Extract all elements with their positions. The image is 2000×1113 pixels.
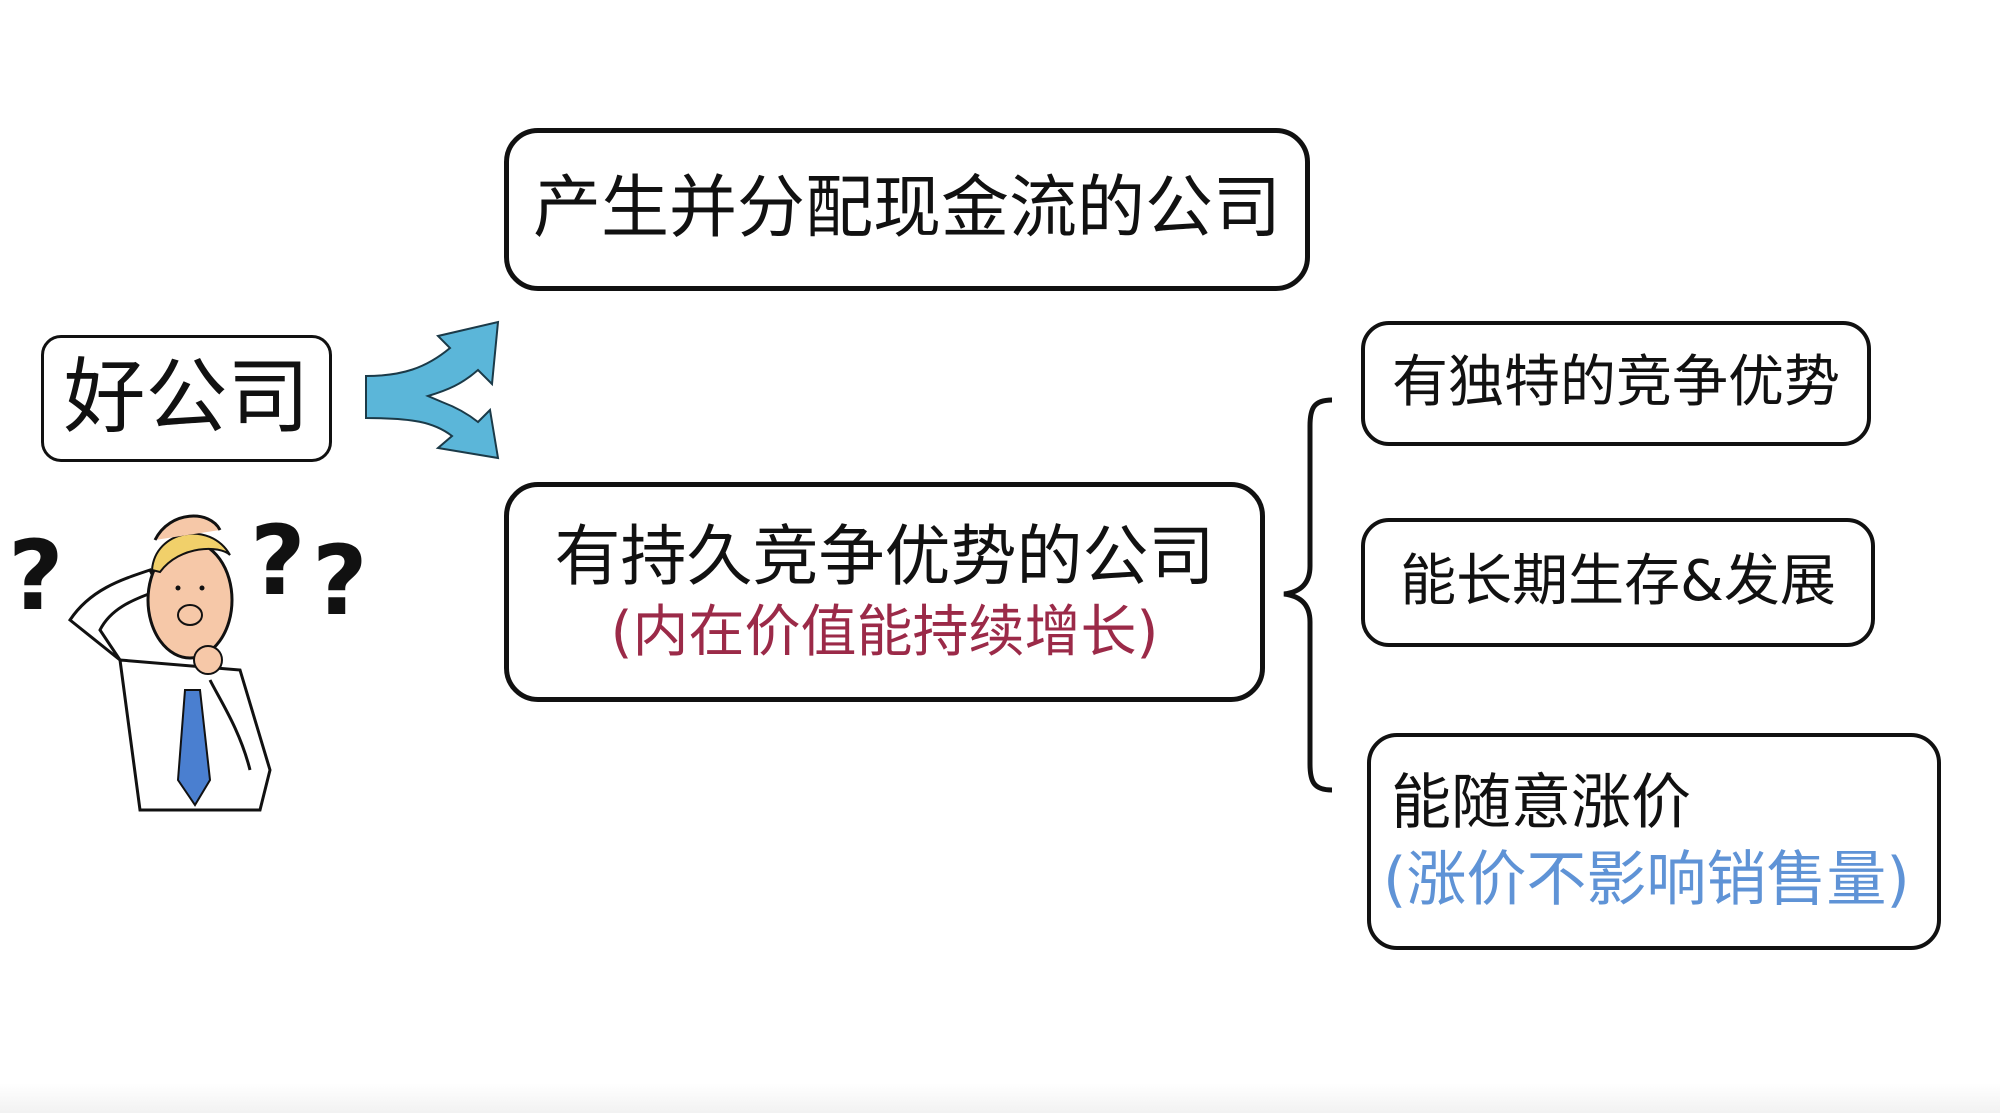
question-mark: ? (250, 505, 306, 617)
footer-fade (0, 1083, 2000, 1113)
trait-note: (涨价不影响销售量) (1383, 844, 1910, 915)
branch-bottom-title: 有持久竞争优势的公司 (554, 517, 1215, 595)
question-mark: ? (8, 520, 64, 632)
branch-bottom-note: (内在价值能持续增长) (610, 599, 1159, 665)
branch-bottom-box: 有持久竞争优势的公司 (内在价值能持续增长) (504, 482, 1265, 702)
trait-label: 能随意涨价 (1391, 767, 1691, 838)
confused-man-illustration (67, 514, 272, 812)
trait-label: 有独特的竞争优势 (1392, 350, 1840, 416)
question-mark: ? (312, 525, 368, 637)
split-arrow-icon (365, 320, 500, 460)
trait-label: 能长期生存&发展 (1400, 549, 1836, 615)
curly-brace-icon (1283, 397, 1333, 793)
branch-top-label: 产生并分配现金流的公司 (532, 169, 1281, 249)
trait-box-pricing: 能随意涨价 (涨价不影响销售量) (1367, 733, 1941, 950)
trait-box-survival: 能长期生存&发展 (1361, 518, 1875, 647)
root-box: 好公司 (41, 335, 332, 462)
trait-box-advantage: 有独特的竞争优势 (1361, 321, 1871, 446)
root-label: 好公司 (63, 350, 310, 446)
branch-top-box: 产生并分配现金流的公司 (504, 128, 1310, 291)
